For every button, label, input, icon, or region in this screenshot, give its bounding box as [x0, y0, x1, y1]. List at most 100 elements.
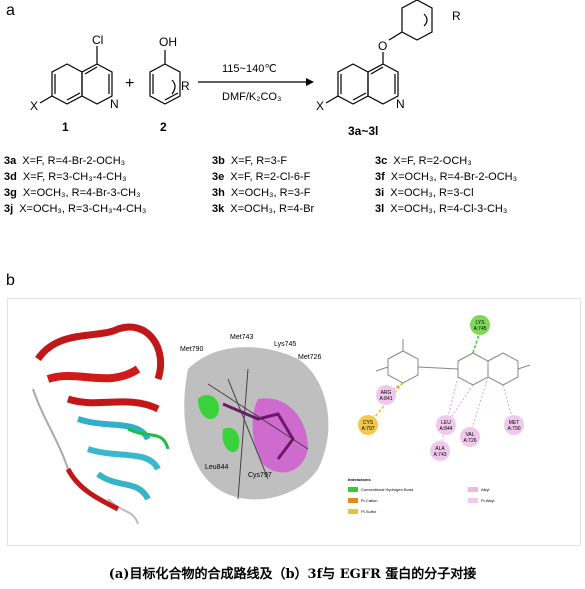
plus-sign: + [125, 75, 134, 92]
legend-item: Conventional Hydrogen Bond [348, 487, 414, 493]
residue-code: A:743 [433, 452, 446, 458]
residue-bubble [504, 415, 524, 435]
compound-entry: 3c X=F, R=2-OCH₃ [375, 155, 472, 167]
residue-code: A:841 [379, 396, 392, 402]
compound-description: X=F, R=2-OCH₃ [393, 155, 472, 167]
residue-code: A:844 [439, 426, 452, 432]
legend-label: Conventional Hydrogen Bond [361, 487, 414, 492]
compound-id: 3g [4, 187, 17, 199]
residue-code: A:797 [361, 426, 374, 432]
compound-entry: 3k X=OCH₃, R=4-Br [212, 203, 314, 215]
compound-description: X=OCH₃, R=4-Cl-3-CH₃ [390, 203, 508, 215]
compound-id: 3i [375, 187, 385, 199]
compound-entry: 3j X=OCH₃, R=3-CH₃-4-CH₃ [4, 203, 146, 215]
residue-bubble [430, 441, 450, 461]
residue-2d-bubbles: LYSA:745ARGA:841CYSA:797LEUA:844VALA:726… [358, 315, 524, 461]
residue-name: CYS [363, 420, 374, 426]
residue-bubble [358, 415, 378, 435]
docking-figure: Met790 Met743 Lys745 Met726 Leu844 Cys79… [7, 298, 581, 546]
residue-bubble [470, 315, 490, 335]
product-x: X [316, 99, 324, 113]
compound-entry: 3b X=F, R=3-F [212, 155, 287, 167]
reactant-2-structure [149, 50, 181, 105]
legend-item: Pi-Alkyl [468, 498, 495, 504]
reaction-arrowhead [306, 78, 314, 86]
product-n: N [396, 97, 405, 111]
residue-name: MET [509, 420, 520, 426]
residue-bubble [376, 385, 396, 405]
product-structure [325, 0, 433, 105]
legend-item: Pi-Sulfur [348, 509, 377, 515]
panel-a-label: a [6, 2, 15, 19]
product-r: R [452, 9, 461, 23]
condition-solvent: DMF/K₂CO₃ [222, 91, 281, 103]
reactant-2-oh: OH [159, 35, 177, 49]
residue-3d-label: Lys745 [274, 341, 296, 348]
residue-name: ALA [435, 446, 445, 452]
condition-temperature: 115~140℃ [222, 63, 277, 75]
compound-description: X=F, R=4-Br-2-OCH₃ [22, 155, 126, 167]
legend-swatch [348, 509, 358, 515]
compound-id: 3k [212, 203, 225, 215]
residue-3d-label: Met790 [180, 346, 203, 353]
compound-entry: 3e X=F, R=2-Cl-6-F [212, 171, 310, 183]
reactant-1-cl: Cl [92, 33, 103, 47]
residue-3d-label: Met743 [230, 334, 253, 341]
compound-description: X=OCH₃, R=3-F [230, 187, 311, 199]
compound-description: X=F, R=3-CH₃-4-CH₃ [22, 171, 127, 183]
reactant-2-r: R [181, 79, 190, 93]
panel-b-label: b [6, 272, 15, 289]
residue-name: ARG [381, 390, 392, 396]
interaction-legend: Interactions Conventional Hydrogen Bond … [348, 477, 548, 527]
residue-name: VAL [465, 432, 474, 438]
compound-id: 3a [4, 155, 17, 167]
compound-description: X=OCH₃, R=4-Br [230, 203, 315, 215]
legend-label: Alkyl [481, 487, 490, 492]
compound-entry: 3h X=OCH₃, R=3-F [212, 187, 311, 199]
compound-entry: 3i X=OCH₃, R=3-Cl [375, 187, 474, 199]
residue-3d-label: Cys797 [248, 472, 272, 479]
residue-code: A:790 [507, 426, 520, 432]
legend-label: Pi-Alkyl [481, 498, 495, 503]
reactant-1-x: X [30, 99, 38, 113]
figure-caption: (a)目标化合物的合成路线及（b）3f与 EGFR 蛋白的分子对接 [108, 567, 477, 582]
legend-item: Alkyl [468, 487, 490, 493]
compound-entry: 3g X=OCH₃, R=4-Br-3-CH₃ [4, 187, 141, 199]
compound-id: 3c [375, 155, 388, 167]
legend-item: Pi-Cation [348, 498, 377, 504]
compound-description: X=OCH₃, R=4-Br-2-OCH₃ [390, 171, 518, 183]
compound-id: 3j [4, 203, 14, 215]
residue-bubble [460, 427, 480, 447]
ligand-2d [375, 339, 531, 386]
compound-id: 3l [375, 203, 385, 215]
compound-entry: 3l X=OCH₃, R=4-Cl-3-CH₃ [375, 203, 507, 215]
compound-entry: 3a X=F, R=4-Br-2-OCH₃ [4, 155, 125, 167]
compound-description: X=OCH₃, R=3-CH₃-4-CH₃ [19, 203, 147, 215]
residue-3d-label: Leu844 [205, 464, 228, 471]
binding-pocket [184, 347, 329, 500]
product-o: O [378, 39, 387, 53]
legend-label: Pi-Sulfur [361, 509, 377, 514]
product-number: 3a~3l [348, 124, 379, 138]
legend-swatch [468, 498, 478, 504]
docking-graphics: Met790 Met743 Lys745 Met726 Leu844 Cys79… [32, 315, 531, 525]
compound-entry: 3f X=OCH₃, R=4-Br-2-OCH₃ [375, 171, 517, 183]
residue-name: LYS [475, 320, 485, 326]
reactant-1-n: N [110, 97, 119, 111]
residue-bubble [436, 415, 456, 435]
residue-code: A:726 [463, 438, 476, 444]
compound-id: 3e [212, 171, 225, 183]
compound-description: X=OCH₃, R=4-Br-3-CH₃ [22, 187, 141, 199]
compound-id: 3b [212, 155, 225, 167]
compound-description: X=OCH₃, R=3-Cl [390, 187, 474, 199]
compound-id: 3f [375, 171, 385, 183]
compound-id: 3h [212, 187, 225, 199]
reactant-2-number: 2 [160, 120, 167, 134]
compound-description: X=F, R=2-Cl-6-F [230, 171, 311, 183]
legend-swatch [468, 487, 478, 493]
compound-description: X=F, R=3-F [230, 155, 288, 167]
residue-3d-label: Met726 [298, 354, 321, 361]
protein-ribbon [32, 323, 170, 525]
reactant-1-structure [39, 46, 113, 105]
